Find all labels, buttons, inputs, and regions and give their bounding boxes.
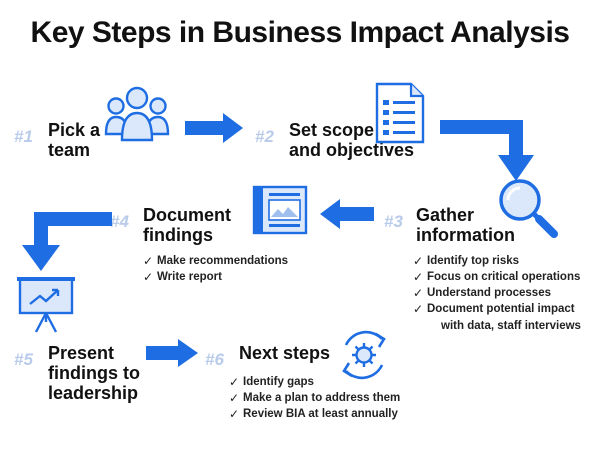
arrow-2-to-3 — [440, 120, 534, 181]
checklist-item-continuation: with data, staff interviews — [441, 320, 581, 332]
step-title-line: information — [416, 225, 515, 245]
arrow-1-to-2 — [185, 113, 243, 143]
step-title-line: team — [48, 140, 91, 160]
step-title: Set scope and objectives — [289, 120, 414, 160]
checklist-item: Make recommendations — [143, 253, 288, 269]
checklist-item: Review BIA at least annually — [229, 406, 400, 422]
page-title: Key Steps in Business Impact Analysis — [30, 16, 570, 49]
step-checklist: Identify gaps Make a plan to address the… — [229, 374, 400, 422]
step-number: #3 — [384, 212, 403, 231]
step-title-line: Gather — [416, 205, 475, 225]
checklist-item: Identify gaps — [229, 374, 400, 390]
checklist-item: Document potential impact — [413, 301, 580, 317]
step-title-line: Pick a — [48, 120, 101, 140]
step-title: Next steps — [239, 343, 330, 363]
report-icon — [252, 185, 308, 235]
step-title-line: findings to — [48, 363, 140, 383]
team-icon — [104, 86, 170, 142]
step-title-line: Set scope — [289, 120, 375, 140]
step-number: #4 — [110, 212, 129, 231]
checklist-item: Write report — [143, 269, 288, 285]
step-title: Present findings to leadership — [48, 343, 140, 403]
arrow-5-to-6 — [146, 339, 198, 367]
step-title-line: and objectives — [289, 140, 415, 160]
magnifier-icon — [499, 179, 558, 238]
arrow-3-to-4 — [320, 199, 374, 229]
step-title: Gather information — [416, 205, 515, 245]
step-title-line: Next steps — [239, 343, 331, 363]
step-checklist: Make recommendations Write report — [143, 253, 288, 285]
arrow-4-to-5 — [22, 212, 112, 271]
checklist-item: Make a plan to address them — [229, 390, 400, 406]
document-icon — [375, 82, 425, 144]
checklist-item: Identify top risks — [413, 253, 580, 269]
presentation-icon — [17, 277, 75, 333]
step-number: #2 — [255, 127, 274, 146]
step-title-line: Document — [143, 205, 232, 225]
checklist-item: Understand processes — [413, 285, 580, 301]
step-number: #5 — [14, 350, 33, 369]
step-title-line: findings — [143, 225, 213, 245]
step-title-line: Present — [48, 343, 115, 363]
step-number: #1 — [14, 127, 33, 146]
step-number: #6 — [205, 350, 224, 369]
step-title: Document findings — [143, 205, 231, 245]
checklist-item: Focus on critical operations — [413, 269, 580, 285]
step-title-line: leadership — [48, 383, 139, 403]
step-checklist: Identify top risks Focus on critical ope… — [413, 253, 580, 317]
step-title: Pick a team — [48, 120, 100, 160]
